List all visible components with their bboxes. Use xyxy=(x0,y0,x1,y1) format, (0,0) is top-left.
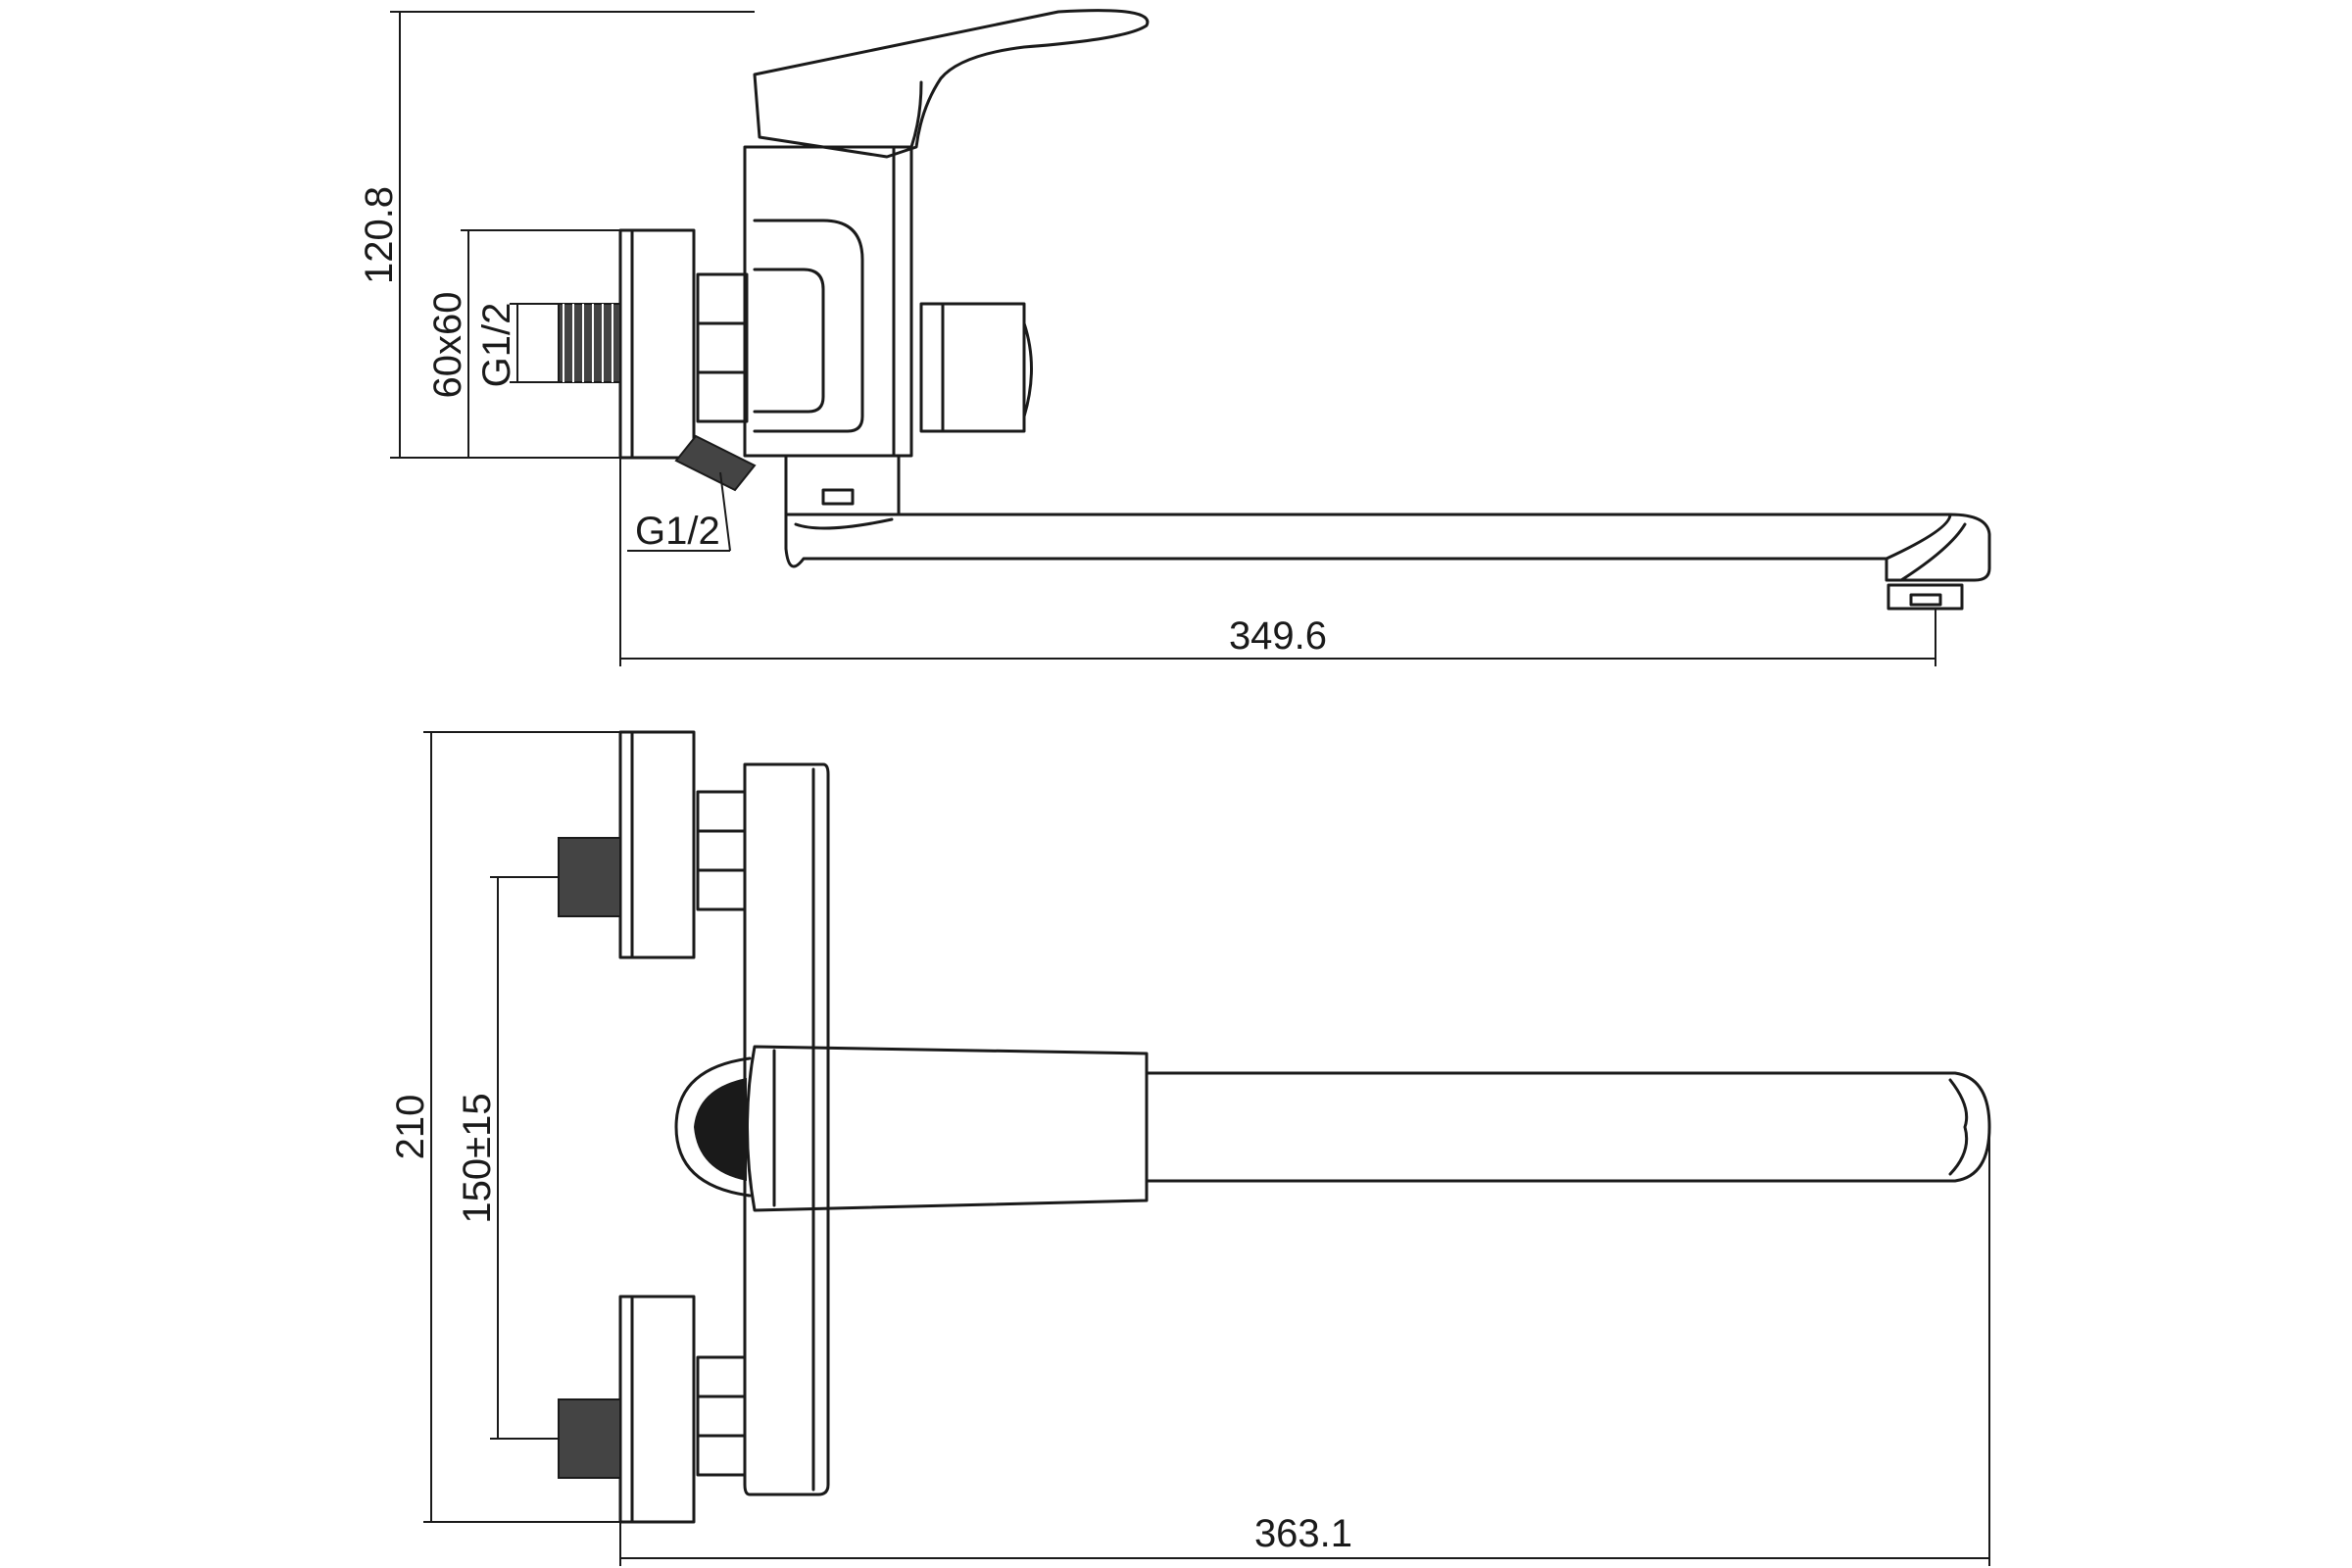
front-view xyxy=(558,730,1991,1524)
dim-side-height: 120.8 xyxy=(358,186,401,284)
front-thread-lower xyxy=(558,1398,621,1479)
side-thread-inlet xyxy=(558,303,621,383)
front-nut-upper xyxy=(696,790,747,911)
front-thread-upper xyxy=(558,837,621,917)
side-thread-lower xyxy=(674,434,757,492)
front-handle xyxy=(746,1045,1149,1212)
side-handle xyxy=(753,9,1150,159)
side-aerator xyxy=(1886,583,1964,611)
side-view xyxy=(558,9,1991,611)
side-diverter-knob xyxy=(919,302,1026,433)
front-body-bar xyxy=(743,762,830,1496)
front-spout xyxy=(1145,1071,1991,1183)
side-nut xyxy=(696,272,749,423)
dim-side-flange: 60x60 xyxy=(426,292,469,399)
dim-front-reach: 363.1 xyxy=(1254,1512,1352,1555)
side-spout xyxy=(784,513,1991,582)
front-nut-lower xyxy=(696,1355,747,1477)
side-dimensions: 120.8 60x60 G1/2 G1/2 349.6 xyxy=(358,11,1936,666)
dim-side-thread-upper: G1/2 xyxy=(475,303,518,388)
side-body xyxy=(743,145,913,458)
front-diverter-dome xyxy=(674,1056,752,1198)
side-outlet-block xyxy=(784,454,901,516)
dim-side-thread-lower: G1/2 xyxy=(635,510,720,553)
front-dimensions: 210 150±15 363.1 xyxy=(389,731,1990,1566)
dim-side-reach: 349.6 xyxy=(1229,614,1327,658)
dim-front-height: 210 xyxy=(389,1095,432,1160)
dim-front-centers: 150±15 xyxy=(456,1093,499,1223)
